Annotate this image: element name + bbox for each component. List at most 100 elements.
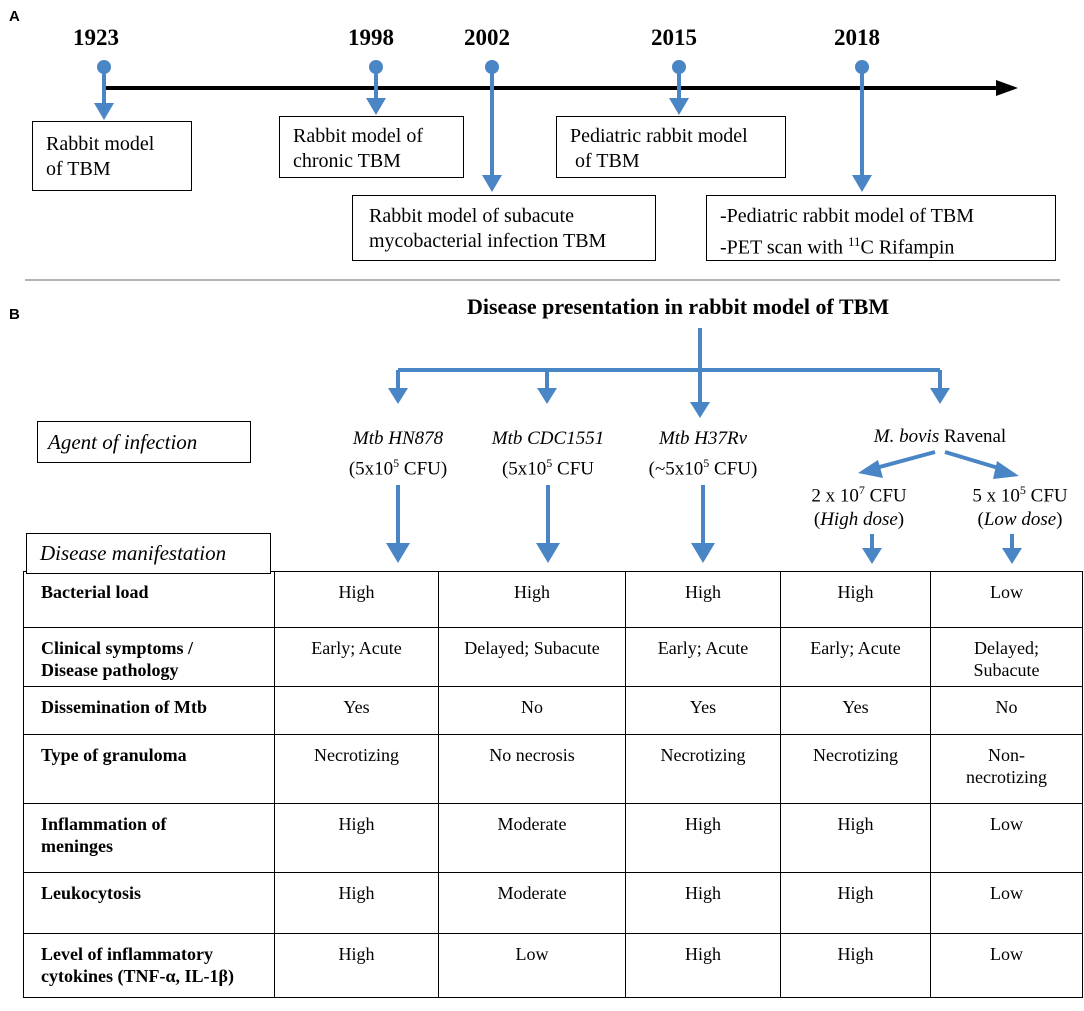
event-box-1923: Rabbit model of TBM <box>32 121 192 191</box>
table-cell-line: Low <box>515 944 549 964</box>
agent-m-bovis: M. bovis Ravenal <box>874 425 1006 449</box>
table-cell-line: Low <box>990 814 1023 834</box>
agent-mtb-hn878-dose: (5x105 CFU) <box>349 451 447 481</box>
table-cell-line: Moderate <box>497 883 567 903</box>
table-cell: Necrotizing <box>625 734 781 804</box>
table-cell: Delayed;Subacute <box>930 627 1083 687</box>
event-box-1998: Rabbit model of chronic TBM <box>279 116 464 178</box>
dose-text: 2 x 10 <box>811 485 859 507</box>
table-cell: High <box>274 933 439 998</box>
row-label-line: Clinical symptoms / <box>41 638 194 658</box>
event-1998-line2: chronic TBM <box>293 150 401 172</box>
bovis-high-dose-note: (High dose) <box>813 509 905 531</box>
row-label: Dissemination of Mtb <box>23 686 275 735</box>
year-2018: 2018 <box>834 25 880 50</box>
table-cell-line: High <box>837 883 874 903</box>
event-2015-line1: Pediatric rabbit model <box>570 125 748 147</box>
row-label-line: cytokines (TNF-α, IL-1β) <box>41 966 235 986</box>
agent-mtb-h37rv: Mtb H37Rv (~5x105 CFU) <box>649 427 758 481</box>
table-cell-line: High <box>837 582 874 602</box>
timeline-2018-marker <box>852 60 872 192</box>
table-cell: High <box>274 571 439 628</box>
agent-m-bovis-species: M. bovis <box>873 426 940 447</box>
row-label: Leukocytosis <box>23 872 275 934</box>
bovis-dose-branches <box>858 450 1019 479</box>
table-cell-line: High <box>837 944 874 964</box>
table-cell-line: Early; Acute <box>657 638 749 658</box>
event-1923-line2: of TBM <box>46 158 111 180</box>
disease-manifestation-box: Disease manifestation <box>26 533 271 574</box>
table-cell: High <box>780 571 931 628</box>
year-2002: 2002 <box>464 25 510 50</box>
table-cell-line: Low <box>990 944 1023 964</box>
event-2018-superscript: 11 <box>847 234 861 249</box>
event-2018-line2-rest: C Rifampin <box>860 236 955 259</box>
dose-unit: CFU) <box>399 458 448 480</box>
timeline-1923-marker <box>94 60 114 120</box>
bovis-low-dose-note: (Low dose) <box>977 509 1063 531</box>
table-cell: Early; Acute <box>625 627 781 687</box>
agent-mtb-cdc1551-name: Mtb CDC1551 <box>491 428 605 449</box>
table-cell: No <box>438 686 626 735</box>
table-cell: High <box>625 803 781 873</box>
event-2015-line2: of TBM <box>570 150 640 172</box>
dose-note-text: High dose <box>820 509 898 531</box>
table-cell-line: Yes <box>689 697 717 717</box>
row-label-line: Dissemination of Mtb <box>41 697 207 717</box>
table-cell-line: High <box>338 814 375 834</box>
table-row: Type of granuloma Necrotizing No necrosis N… <box>23 734 1083 804</box>
row-label: Clinical symptoms /Disease pathology <box>23 627 275 687</box>
bovis-high-dose: 2 x 107 CFU (High dose) <box>811 478 906 532</box>
table-cell-line: High <box>685 883 721 903</box>
dose-exponent: 5 <box>703 456 710 470</box>
dose-text: 5 x 10 <box>972 485 1020 507</box>
table-cell-line: High <box>837 814 874 834</box>
table-cell: Early; Acute <box>274 627 439 687</box>
table-cell: Moderate <box>438 803 626 873</box>
table-cell-line: No <box>995 697 1018 717</box>
table-cell: Low <box>930 872 1083 934</box>
table-cell-line: No necrosis <box>489 745 575 765</box>
dose-unit: CFU <box>864 485 907 507</box>
table-cell: High <box>780 933 931 998</box>
table-cell: Yes <box>780 686 931 735</box>
table-cell-line: Necrotizing <box>813 745 898 765</box>
agent-to-table-arrows <box>386 485 1022 564</box>
table-cell-line: No <box>521 697 543 717</box>
dose-note-text: Low dose <box>983 509 1057 531</box>
dose-exponent: 5 <box>393 456 400 470</box>
dose-exponent: 5 <box>546 456 553 470</box>
year-1923: 1923 <box>73 25 119 50</box>
agent-mtb-cdc1551: Mtb CDC1551 (5x105 CFU <box>492 427 604 481</box>
timeline-1998-marker <box>366 60 386 115</box>
table-cell-line: High <box>685 944 721 964</box>
dose-text: (5x10 <box>501 458 547 480</box>
table-cell-line: Subacute <box>973 660 1040 680</box>
table-cell: High <box>780 872 931 934</box>
event-2018-line1: -Pediatric rabbit model of TBM <box>720 205 975 227</box>
table-cell: No necrosis <box>438 734 626 804</box>
table-cell: High <box>274 872 439 934</box>
year-1998: 1998 <box>348 25 394 50</box>
table-cell: High <box>780 803 931 873</box>
dose-exponent: 7 <box>858 483 865 497</box>
row-label-line: meninges <box>41 836 113 856</box>
table-cell: High <box>625 571 781 628</box>
row-label-line: Type of granuloma <box>41 745 187 765</box>
event-box-2015: Pediatric rabbit model of TBM <box>556 116 786 178</box>
table-cell: Non-necrotizing <box>930 734 1083 804</box>
table-cell-line: Necrotizing <box>314 745 399 765</box>
bovis-high-dose-amount: 2 x 107 CFU <box>811 478 906 508</box>
table-cell: High <box>438 571 626 628</box>
panel-a-label: A <box>9 8 20 25</box>
dose-unit: CFU <box>1025 485 1068 507</box>
panel-b-title: Disease presentation in rabbit model of … <box>467 294 890 319</box>
